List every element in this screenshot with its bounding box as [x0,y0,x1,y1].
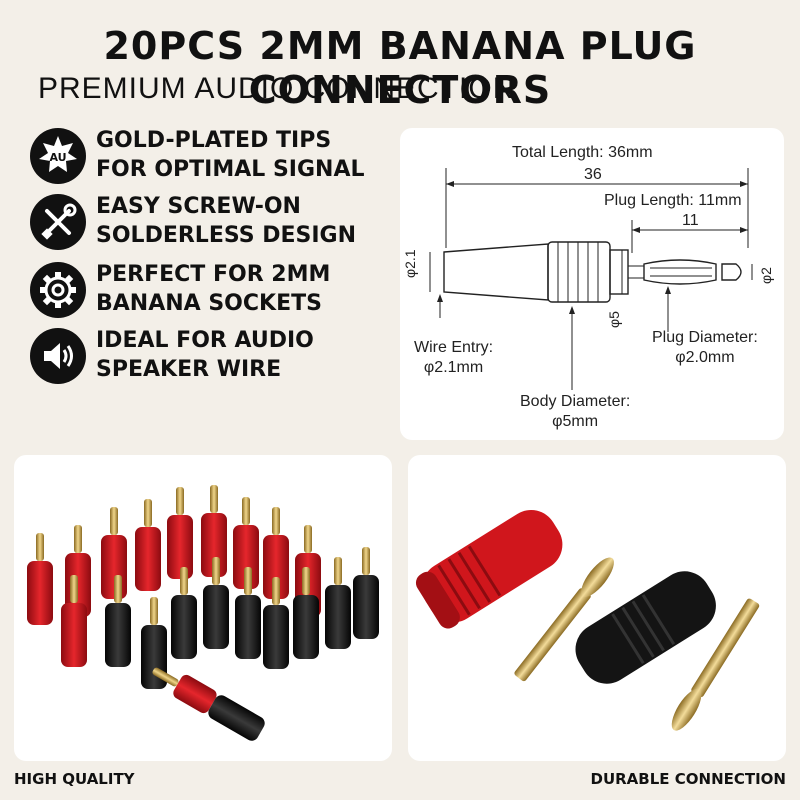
gear-icon [30,262,86,318]
total-length-label: Total Length: 36mm [512,144,653,161]
wrench-screwdriver-icon [30,194,86,250]
dimension-diagram: Total Length: 36mm 36 Plug Length: 11mm … [400,128,784,440]
au-badge-text: AU [49,151,66,164]
feature-line: PERFECT FOR 2MM [96,262,331,287]
feature-gold-plated: AU GOLD-PLATED TIPS FOR OPTIMAL SIGNAL [30,124,390,190]
feature-audio-speaker: IDEAL FOR AUDIO SPEAKER WIRE [30,324,390,390]
feature-line: SOLDERLESS DESIGN [96,223,356,248]
caption-left: HIGH QUALITY [14,770,135,788]
gold-pin-2 [671,598,760,731]
product-photo-assortment [14,455,392,761]
gold-pin-1 [514,557,614,682]
body-diameter-callout: Body Diameter: φ5mm [520,393,631,430]
feature-2mm-sockets: PERFECT FOR 2MM BANANA SOCKETS [30,258,390,324]
product-photo-disassembled [408,455,786,761]
feature-line: BANANA SOCKETS [96,291,322,316]
caption-right: DURABLE CONNECTION [590,770,787,788]
wire-entry-callout: Wire Entry: φ2.1mm [414,339,494,376]
plug-lying [152,667,265,741]
feature-line: IDEAL FOR AUDIO [96,328,314,353]
feature-screw-on: EASY SCREW-ON SOLDERLESS DESIGN [30,190,390,256]
body-dim-label: φ5 [606,311,622,328]
page-title: 20PCS 2MM BANANA PLUG CONNECTORS [103,24,697,112]
gold-au-star-icon: AU [30,128,86,184]
feature-line: GOLD-PLATED TIPS [96,128,332,153]
feature-line: FOR OPTIMAL SIGNAL [96,157,365,182]
feature-line: SPEAKER WIRE [96,357,282,382]
tip-dim-label: φ2 [758,267,774,284]
page-subtitle: PREMIUM AUDIO CONNECTION [38,72,516,105]
plug-length-value: 11 [682,212,699,229]
red-body-shell [415,509,563,629]
feature-line: EASY SCREW-ON [96,194,301,219]
plug-diameter-callout: Plug Diameter: φ2.0mm [652,329,758,366]
black-body-shell [575,571,716,684]
total-length-value: 36 [584,166,602,183]
plug-length-label: Plug Length: 11mm [604,192,742,209]
wire-dim-label: φ2.1 [402,249,418,278]
speaker-icon [30,328,86,384]
